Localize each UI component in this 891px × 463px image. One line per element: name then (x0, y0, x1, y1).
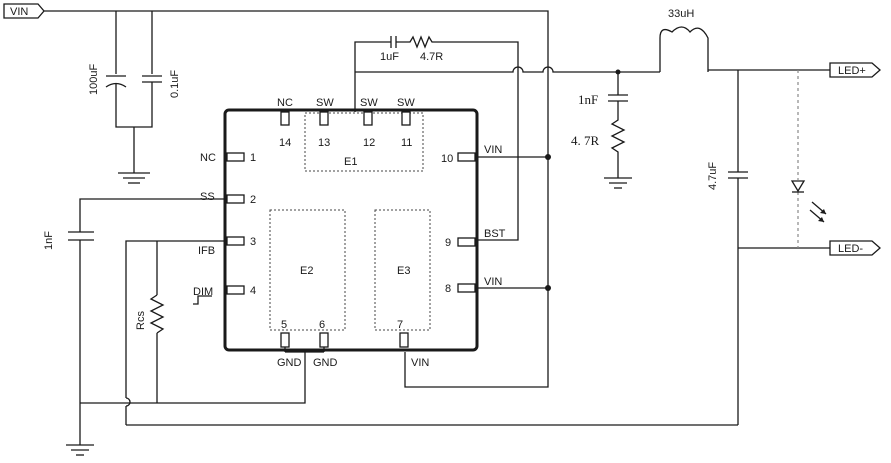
pad-e3 (374, 209, 431, 331)
led-diode-icon (790, 180, 806, 193)
dim-pulse-icon (193, 295, 212, 305)
e2-label: E2 (300, 265, 313, 277)
svg-text:5: 5 (281, 319, 287, 331)
pin-8 (457, 283, 476, 293)
led-plus-port (829, 62, 881, 78)
pad-e2 (269, 209, 346, 331)
svg-text:7: 7 (397, 319, 403, 331)
c-boot-label: 1uF (380, 51, 399, 63)
c-bulk-label: 100uF (88, 64, 100, 95)
gnd-wire (80, 352, 306, 404)
pin-14 (280, 111, 290, 126)
svg-text:BST: BST (484, 228, 506, 240)
svg-text:SS: SS (200, 191, 215, 203)
e1-label: E1 (344, 156, 357, 168)
c-bypass-label: 0.1uF (169, 70, 181, 98)
r-boot-label: 4.7R (420, 51, 443, 63)
c-out-label: 4.7uF (707, 162, 719, 190)
svg-text:SW: SW (360, 97, 378, 109)
svg-text:SW: SW (316, 97, 334, 109)
pin-10 (457, 152, 476, 162)
svg-text:DIM: DIM (193, 286, 213, 298)
ifb-network: Rcs (125, 240, 738, 426)
svg-text:LED+: LED+ (838, 65, 866, 77)
pin-5 (280, 332, 290, 348)
ss-network: 1nF (43, 198, 227, 456)
svg-text:9: 9 (445, 237, 451, 249)
svg-text:3: 3 (250, 236, 256, 248)
svg-text:14: 14 (279, 137, 291, 149)
c-snub-label: 1nF (578, 92, 598, 107)
svg-text:2: 2 (250, 194, 256, 206)
svg-text:13: 13 (318, 137, 330, 149)
svg-text:IFB: IFB (198, 245, 215, 257)
snubber: 1nF 4. 7R (571, 69, 632, 189)
pin-12 (363, 111, 373, 126)
svg-text:NC: NC (200, 152, 216, 164)
svg-text:VIN: VIN (411, 357, 429, 369)
pin-6 (319, 332, 329, 348)
svg-text:SW: SW (397, 97, 415, 109)
svg-text:GND: GND (313, 357, 338, 369)
vin-wire (44, 10, 549, 388)
svg-text:NC: NC (277, 97, 293, 109)
ic-package (223, 108, 479, 352)
svg-text:11: 11 (401, 137, 412, 149)
svg-text:1: 1 (250, 152, 256, 164)
output-stage: LED+ 4.7uF LED- (707, 62, 881, 425)
pin-7 (399, 332, 409, 348)
svg-text:VIN: VIN (484, 144, 502, 156)
r-cs-label: Rcs (135, 311, 147, 330)
e3-label: E3 (397, 265, 410, 277)
pin-13 (319, 111, 329, 126)
svg-text:10: 10 (441, 153, 453, 165)
r-snub-label: 4. 7R (571, 133, 600, 148)
inductor: 33uH (659, 8, 709, 72)
c-ss-label: 1nF (43, 231, 55, 250)
svg-text:VIN: VIN (484, 276, 502, 288)
pin-3 (226, 236, 245, 246)
svg-text:GND: GND (277, 357, 302, 369)
pin-2 (226, 194, 245, 204)
svg-text:6: 6 (319, 319, 325, 331)
pin-9 (457, 237, 476, 247)
svg-text:4: 4 (250, 285, 256, 297)
svg-text:VIN: VIN (10, 6, 28, 18)
pin-4 (226, 285, 245, 295)
pin-1 (226, 152, 245, 162)
svg-text:12: 12 (363, 137, 375, 149)
input-caps: 100uF 0.1uF (88, 11, 181, 184)
inductor-label: 33uH (668, 8, 694, 20)
sw-node: 1uF 4.7R (354, 35, 660, 241)
pin-11 (401, 111, 411, 126)
svg-text:LED-: LED- (838, 243, 863, 255)
led-minus-port (829, 240, 881, 256)
svg-text:8: 8 (445, 283, 451, 295)
vin-port: VIN (3, 3, 45, 19)
